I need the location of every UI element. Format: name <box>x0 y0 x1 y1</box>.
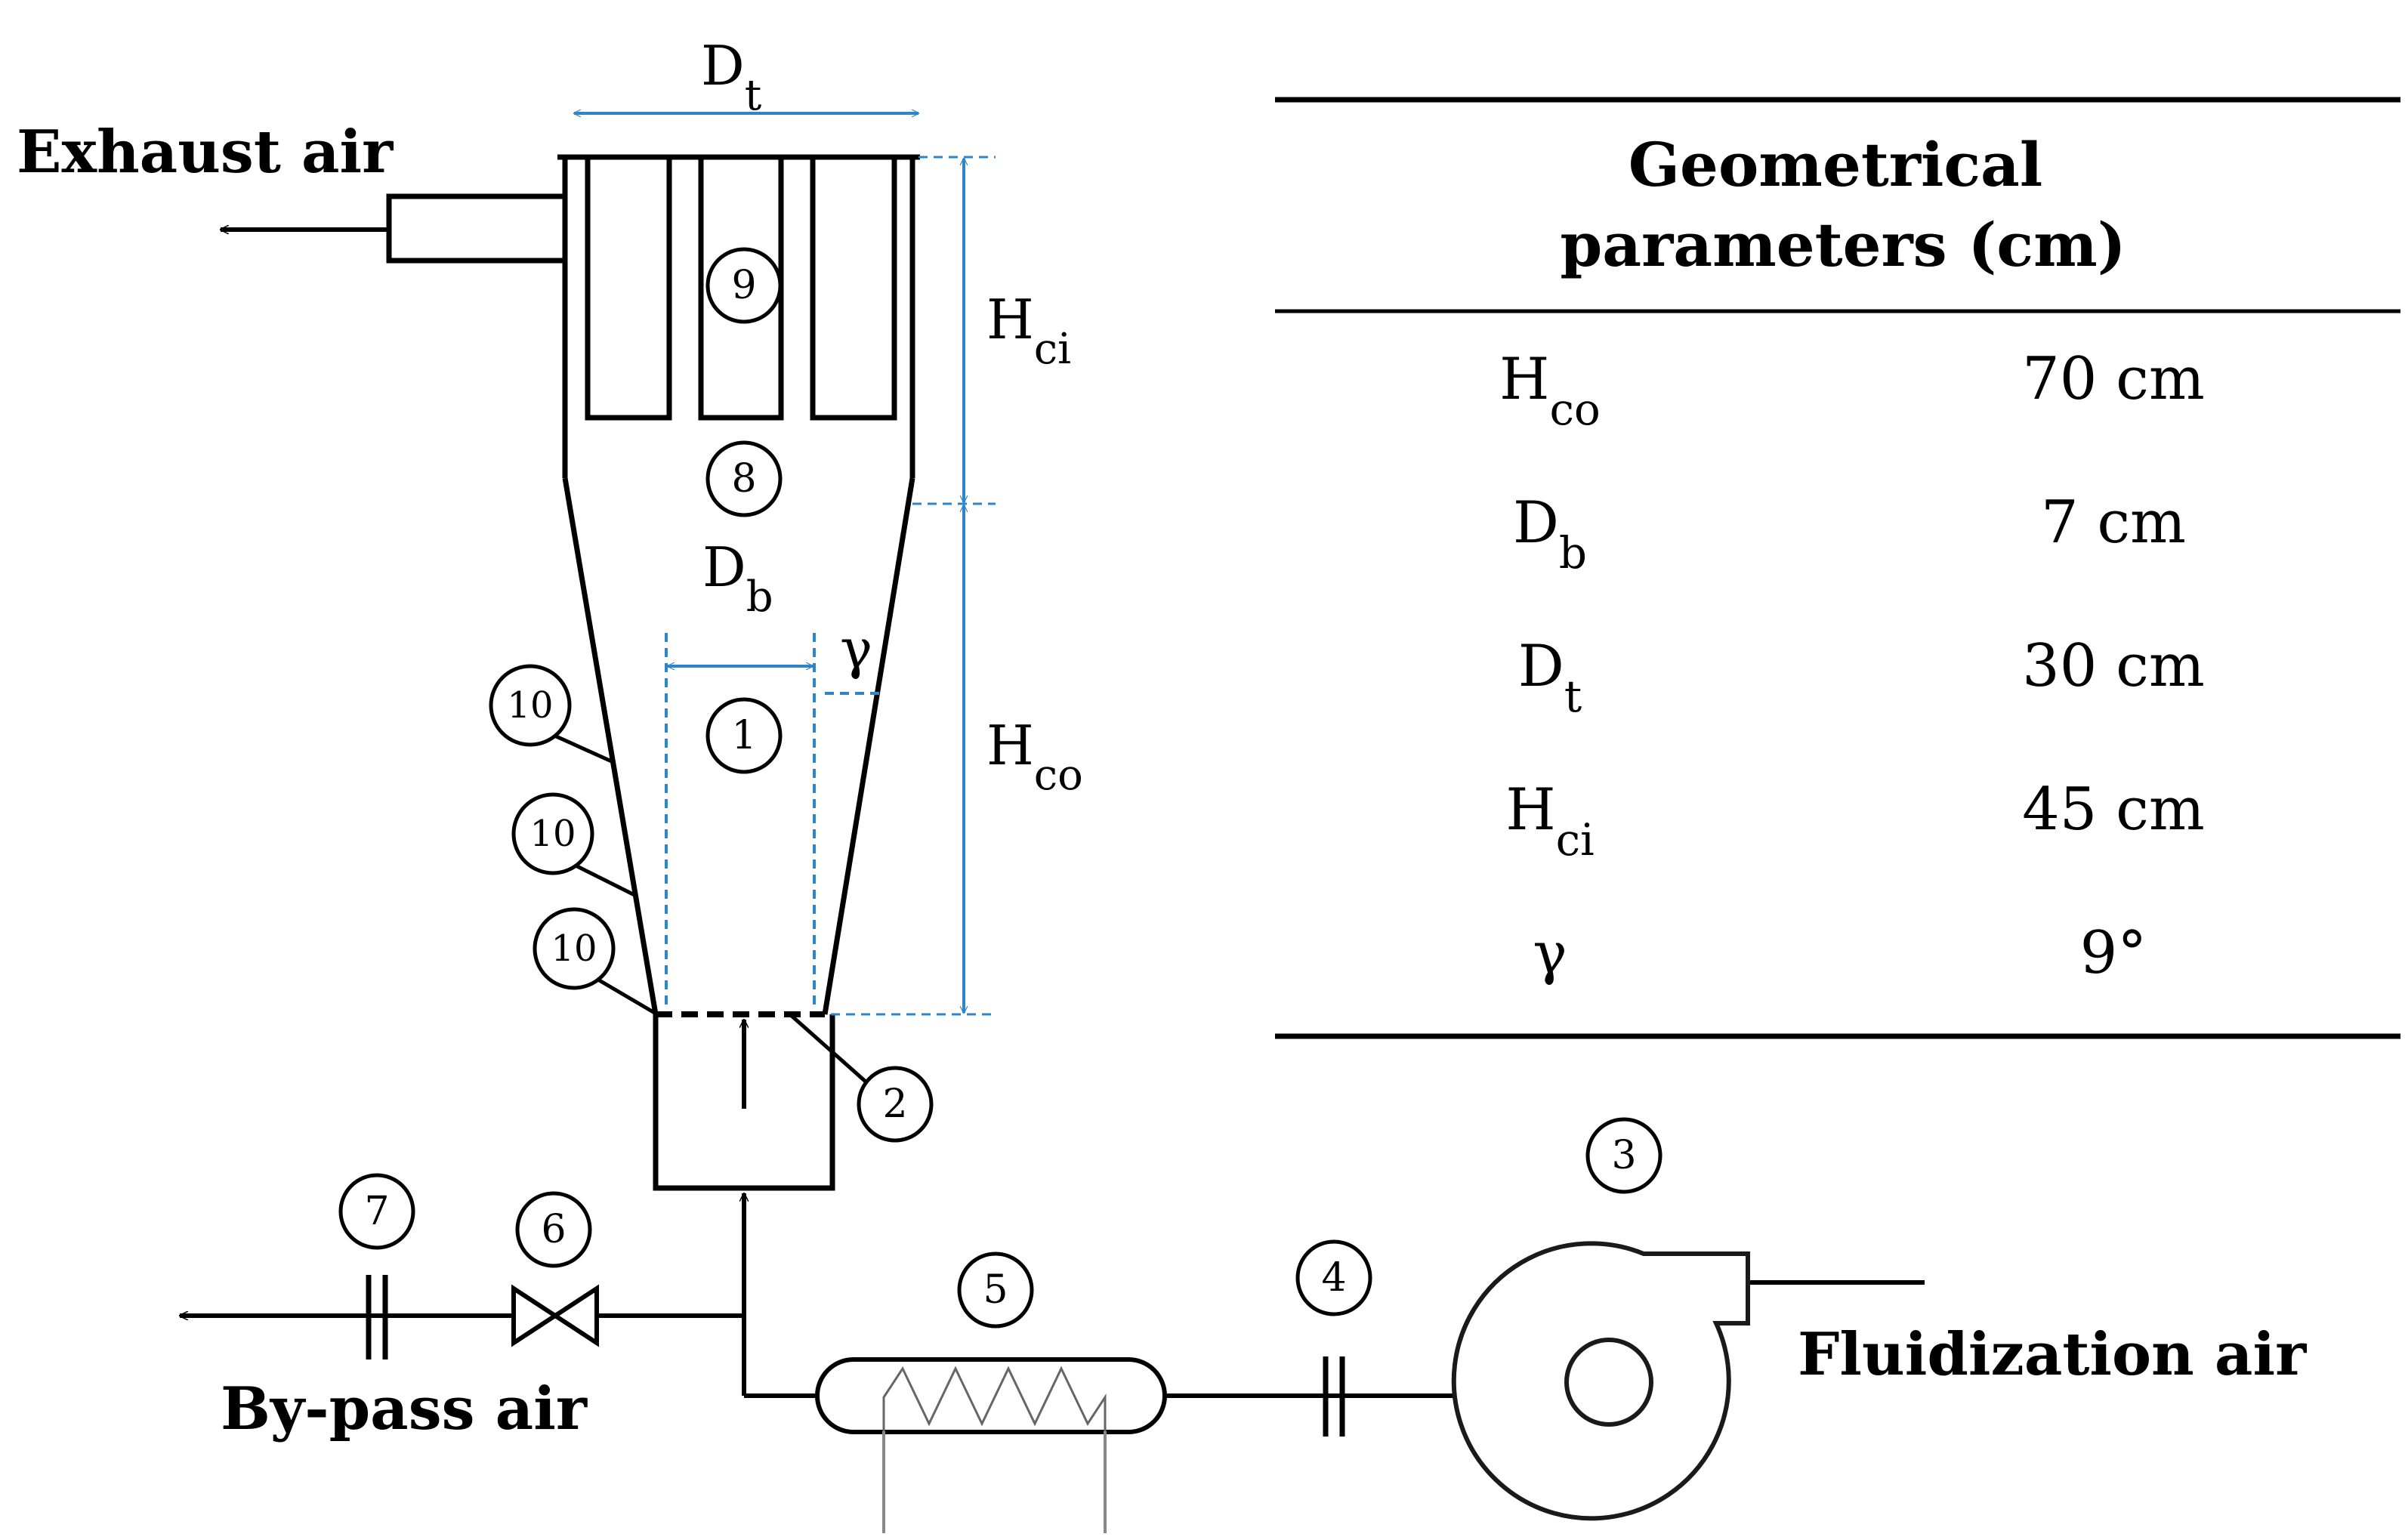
callout-7-text: 7 <box>364 1189 389 1234</box>
table-value-hci: 45 cm <box>2022 776 2205 844</box>
callout-10-middle-text: 10 <box>529 813 576 855</box>
table-value-gamma: 9° <box>2080 919 2147 987</box>
dimensions <box>574 113 996 1016</box>
callout-10-top <box>489 664 572 747</box>
callout-3 <box>1585 1117 1663 1194</box>
dt-label: Dt <box>701 34 762 120</box>
hco-label: Hco <box>986 714 1083 800</box>
callout-5-text: 5 <box>983 1267 1008 1313</box>
dryer-structure <box>386 154 920 1191</box>
plenum-chamber <box>653 1014 835 1191</box>
table-title-line2: parameters (cm) <box>1560 209 2126 280</box>
callout-1-text: 1 <box>731 713 756 758</box>
table-param-db: Db <box>1513 489 1587 579</box>
left-cone-wall <box>562 477 659 1015</box>
table-param-dt: Dt <box>1518 632 1582 722</box>
table-value-dt: 30 cm <box>2022 632 2205 700</box>
callout-8-text: 8 <box>731 456 756 502</box>
callout-2 <box>857 1066 934 1143</box>
callout-6 <box>515 1191 592 1268</box>
callout-6-text: 6 <box>541 1207 566 1252</box>
callout-2-text: 2 <box>882 1082 907 1127</box>
hci-label: Hci <box>986 288 1071 374</box>
callout-9-text: 9 <box>731 263 756 308</box>
callouts <box>338 247 1663 1329</box>
table-value-hco: 70 cm <box>2022 345 2205 413</box>
callout-7 <box>338 1173 415 1250</box>
callout-numbers: 9 8 1 2 3 4 5 6 7 10 10 10 <box>364 263 1636 1313</box>
callout-4-text: 4 <box>1321 1255 1346 1301</box>
table-param-hco: Hco <box>1499 345 1601 435</box>
db-label: Db <box>702 535 773 622</box>
callout-leaders <box>553 733 867 1083</box>
callout-9 <box>705 247 783 324</box>
heater-5 <box>815 1357 1167 1434</box>
gamma-label: γ <box>840 617 872 681</box>
exhaust-air-label: Exhaust air <box>17 118 394 187</box>
callout-5 <box>957 1251 1034 1329</box>
callout-10-bottom-text: 10 <box>551 927 597 970</box>
parameters-table: Geometrical parameters (cm) Hco 70 cm Db… <box>1275 97 2400 1039</box>
right-cone-wall <box>822 477 915 1015</box>
callout-3-text: 3 <box>1611 1133 1636 1178</box>
callout-4 <box>1295 1239 1372 1316</box>
orifice-7 <box>366 1275 388 1359</box>
blower-3 <box>1451 1241 1750 1521</box>
callout-8 <box>705 440 783 517</box>
table-param-gamma: γ <box>1533 919 1567 986</box>
table-param-hci: Hci <box>1505 776 1594 866</box>
heater-coil <box>882 1366 1107 1431</box>
callout-1 <box>705 697 783 774</box>
table-value-db: 7 cm <box>2041 489 2186 557</box>
callout-10-middle <box>511 792 594 875</box>
table-title-line1: Geometrical <box>1629 129 2043 200</box>
callout-10-top-text: 10 <box>507 684 553 727</box>
filter-bag-right <box>810 154 897 421</box>
orifice-4 <box>1323 1356 1345 1437</box>
piping <box>180 230 1925 1398</box>
valve-6 <box>511 1284 599 1347</box>
exhaust-outlet <box>386 193 565 264</box>
filter-bag-left <box>585 154 672 421</box>
bypass-air-label: By-pass air <box>221 1375 588 1443</box>
fluidization-air-label: Fluidization air <box>1798 1320 2307 1389</box>
callout-10-bottom <box>533 907 616 990</box>
